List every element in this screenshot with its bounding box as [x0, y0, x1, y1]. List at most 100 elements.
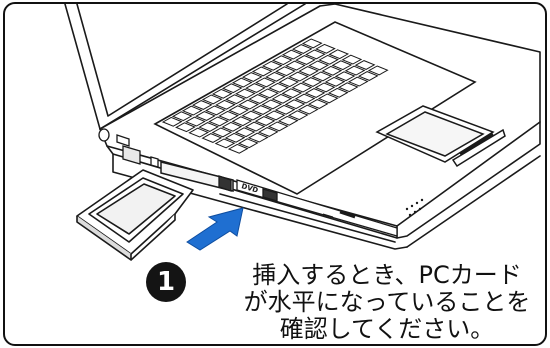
keyboard-key: [238, 99, 260, 110]
keyboard-key: [237, 138, 259, 149]
keyboard-key: [291, 82, 313, 93]
keyboard-key: [208, 116, 230, 127]
keyboard-key: [191, 100, 213, 110]
keyboard-key: [185, 116, 206, 127]
keyboard-key: [265, 71, 286, 82]
keyboard-key: [254, 116, 276, 126]
keyboard-key: [311, 71, 333, 82]
keyboard-key: [247, 132, 269, 143]
keyboard-key: [324, 76, 346, 87]
keyboard-key: [281, 88, 303, 99]
keyboard-key: [221, 83, 243, 94]
keyboard-key: [264, 110, 286, 121]
keyboard-key: [258, 88, 280, 99]
keyboard-key: [301, 38, 323, 49]
keyboard-key: [357, 71, 379, 81]
keyboard-key: [205, 105, 226, 116]
keyboard-key: [228, 105, 250, 116]
keyboard-key: [274, 104, 296, 115]
caption-line: が水平になっていることを: [243, 288, 531, 316]
keyboard-key: [181, 105, 203, 116]
keyboard-key: [218, 110, 240, 121]
keyboard-key: [284, 99, 306, 110]
keyboard-key: [271, 55, 293, 66]
keyboard-key: [161, 116, 183, 127]
keyboard-key: [255, 77, 276, 88]
keyboard-key: [221, 121, 243, 132]
keyboard-key: [354, 60, 376, 70]
keyboard-key: [314, 82, 336, 93]
keyboard-key: [337, 82, 359, 93]
keyboard-key: [248, 94, 270, 104]
keyboard-key: [344, 65, 366, 76]
keyboard-key: [317, 93, 339, 104]
caption-line: 確認してください。: [279, 315, 495, 343]
instruction-caption: 挿入するとき、PCカード が水平になっていることを 確認してください。: [227, 261, 545, 343]
keyboard-key: [271, 93, 293, 104]
keyboard-key: [328, 49, 350, 60]
keyboard-key: [235, 88, 256, 99]
keyboard-key: [211, 88, 233, 99]
keyboard-key: [175, 122, 196, 133]
keyboard-key: [305, 49, 326, 60]
keyboard-key: [241, 110, 263, 121]
keyboard-key: [287, 110, 309, 121]
step-number-badge: 1: [146, 262, 186, 302]
keyboard-key: [295, 55, 316, 65]
pc-card: [76, 169, 194, 261]
keyboard-key: [341, 54, 363, 65]
status-leds: [405, 198, 424, 217]
keyboard-key: [278, 77, 300, 88]
keyboard-key: [231, 77, 253, 88]
keyboard-key: [281, 49, 303, 60]
keyboard-key: [268, 82, 290, 93]
keyboard-key: [225, 94, 246, 105]
keyboard-key: [251, 66, 273, 77]
touchpad: [375, 105, 506, 168]
keyboard-key: [275, 66, 296, 77]
side-ports: [98, 128, 398, 237]
keyboard-key: [251, 105, 273, 115]
keyboard-key: [245, 83, 266, 93]
keyboard-key: [211, 127, 233, 138]
keyboard-key: [231, 116, 253, 127]
keyboard-key: [198, 122, 220, 132]
keyboard-key: [214, 138, 236, 149]
instruction-panel: DVD 1 挿入するとき、PCカード が水平になっていることを 確認してください…: [3, 2, 547, 346]
keyboard-key: [301, 77, 323, 87]
keyboard-key: [261, 99, 283, 110]
keyboard-key: [367, 65, 389, 76]
keyboard-key: [327, 87, 349, 98]
keyboard-key: [285, 60, 306, 71]
keyboard-key: [241, 72, 263, 82]
keyboard-key: [215, 99, 236, 110]
keyboard-key: [257, 127, 279, 137]
keyboard-key: [171, 111, 193, 122]
keyboard-key: [315, 43, 336, 54]
keyboard-key: [244, 121, 266, 132]
keyboard-key: [304, 88, 326, 98]
keyboard-key: [234, 127, 256, 138]
keyboard-key: [261, 60, 283, 71]
keyboard-key: [267, 121, 289, 132]
keyboard-key: [201, 133, 223, 143]
keyboard-key: [347, 76, 369, 87]
keyboard-key: [288, 71, 310, 82]
keyboard-key: [227, 143, 249, 154]
keyboard: [153, 21, 477, 195]
vga-port: [122, 145, 141, 165]
keyboard-key: [201, 94, 223, 105]
keyboard-key: [294, 93, 316, 104]
keyboard-key: [224, 132, 246, 143]
pc-card-slot: [160, 161, 234, 192]
keyboard-key: [307, 99, 329, 109]
caption-line: 挿入するとき、PCカード: [252, 261, 522, 289]
keyboard-key: [291, 44, 313, 54]
keyboard-key: [297, 104, 319, 115]
insertion-arrow: [186, 207, 244, 251]
keyboard-key: [277, 115, 299, 126]
keyboard-key: [331, 60, 353, 71]
keyboard-key: [318, 54, 340, 65]
keyboard-key: [298, 66, 320, 76]
keyboard-key: [321, 65, 343, 76]
